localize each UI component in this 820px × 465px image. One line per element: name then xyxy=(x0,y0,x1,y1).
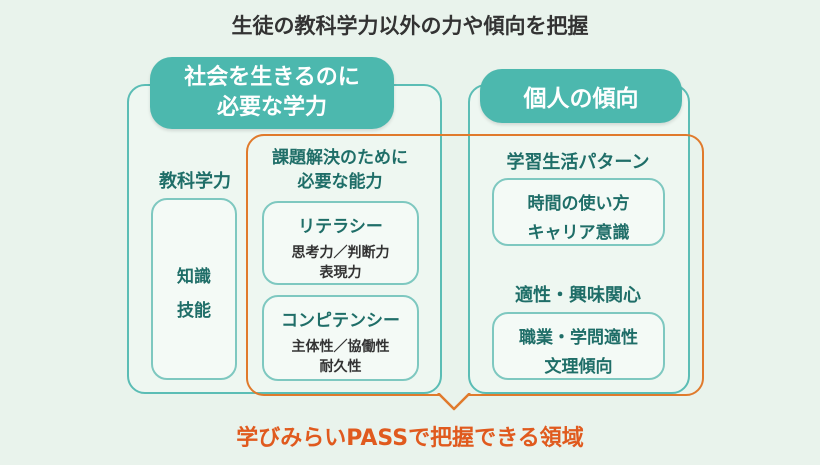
competency-line2: 耐久性 xyxy=(319,359,362,375)
learning-pattern-line2: キャリア意識 xyxy=(527,223,630,243)
competency-line1: 主体性／協働性 xyxy=(291,339,390,355)
aptitude-box: 職業・学問適性 文理傾向 xyxy=(492,312,665,380)
problem-solving-heading-line1: 課題解決のために xyxy=(272,148,408,168)
literacy-title: リテラシー xyxy=(298,217,383,237)
learning-pattern-heading: 学習生活パターン xyxy=(506,152,650,173)
literacy-line1: 思考力／判断力 xyxy=(291,245,390,261)
subject-item-skills: 技能 xyxy=(177,301,211,321)
competency-box: コンピテンシー 主体性／協働性 耐久性 xyxy=(262,295,419,381)
academic-ability-pill-line2: 必要な学力 xyxy=(216,95,327,120)
problem-solving-heading-line2: 必要な能力 xyxy=(297,172,383,192)
aptitude-line2: 文理傾向 xyxy=(544,357,613,377)
aptitude-line1: 職業・学問適性 xyxy=(519,328,638,348)
pass-coverage-label: 学びみらいPASSで把握できる領域 xyxy=(236,426,584,451)
learning-pattern-line1: 時間の使い方 xyxy=(527,194,630,214)
academic-ability-pill: 社会を生きるのに 必要な学力 xyxy=(150,57,394,129)
literacy-line2: 表現力 xyxy=(319,265,362,281)
competency-title: コンピテンシー xyxy=(281,311,400,331)
pass-frame-pointer xyxy=(437,393,471,411)
aptitude-heading: 適性・興味関心 xyxy=(515,285,641,306)
academic-ability-pill-line1: 社会を生きるのに xyxy=(184,65,360,90)
page-title: 生徒の教科学力以外の力や傾向を把握 xyxy=(231,14,589,38)
subject-ability-heading: 教科学力 xyxy=(159,171,231,192)
literacy-box: リテラシー 思考力／判断力 表現力 xyxy=(262,201,419,285)
personal-tendency-pill: 個人の傾向 xyxy=(480,69,682,123)
learning-pattern-box: 時間の使い方 キャリア意識 xyxy=(492,178,665,246)
pass-coverage-frame xyxy=(246,134,704,396)
problem-solving-heading: 課題解決のために 必要な能力 xyxy=(250,146,430,194)
subject-item-knowledge: 知識 xyxy=(177,267,211,287)
subject-ability-box: 知識 技能 xyxy=(151,198,237,380)
